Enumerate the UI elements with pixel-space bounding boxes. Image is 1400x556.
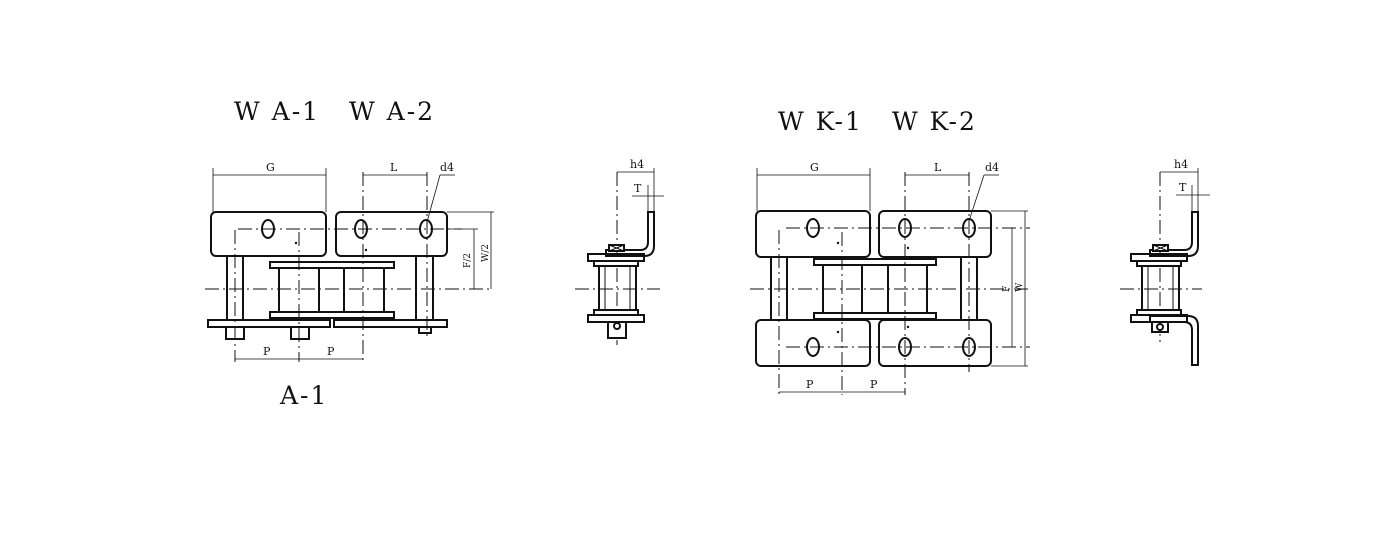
- dim-h4-1: h4: [630, 158, 644, 171]
- dim-g-1: G: [266, 161, 275, 174]
- dim-l-2: L: [934, 161, 942, 174]
- label-a1: A-1: [279, 381, 328, 410]
- label-wa1: W A-1: [234, 97, 320, 126]
- dim-d4-2: d4: [985, 161, 999, 174]
- dim-p-1b: P: [327, 345, 335, 358]
- wa-front-view: G L d4 F/2 W/2 P P: [205, 161, 494, 362]
- label-wk2: W K-2: [892, 107, 977, 136]
- wa-side-view: h4 T: [575, 158, 664, 345]
- dim-f: F: [1002, 286, 1012, 292]
- dim-p-1a: P: [263, 345, 271, 358]
- dim-w: W: [1015, 282, 1025, 292]
- dim-d4-1: d4: [440, 161, 454, 174]
- dim-l-1: L: [390, 161, 398, 174]
- dim-p-2b: P: [870, 378, 878, 391]
- label-wk1: W K-1: [778, 107, 863, 136]
- dim-f2: F/2: [463, 253, 473, 268]
- dim-h4-2: h4: [1174, 158, 1188, 171]
- dim-g-2: G: [810, 161, 819, 174]
- dim-t-1: T: [634, 182, 642, 195]
- dim-t-2: T: [1179, 181, 1187, 194]
- wk-side-view: h4 T: [1120, 158, 1210, 366]
- dim-w2: W/2: [481, 244, 491, 262]
- dim-p-2a: P: [806, 378, 814, 391]
- label-wa2: W A-2: [349, 97, 435, 126]
- wk-front-view: G L d4 F W P P: [750, 161, 1032, 395]
